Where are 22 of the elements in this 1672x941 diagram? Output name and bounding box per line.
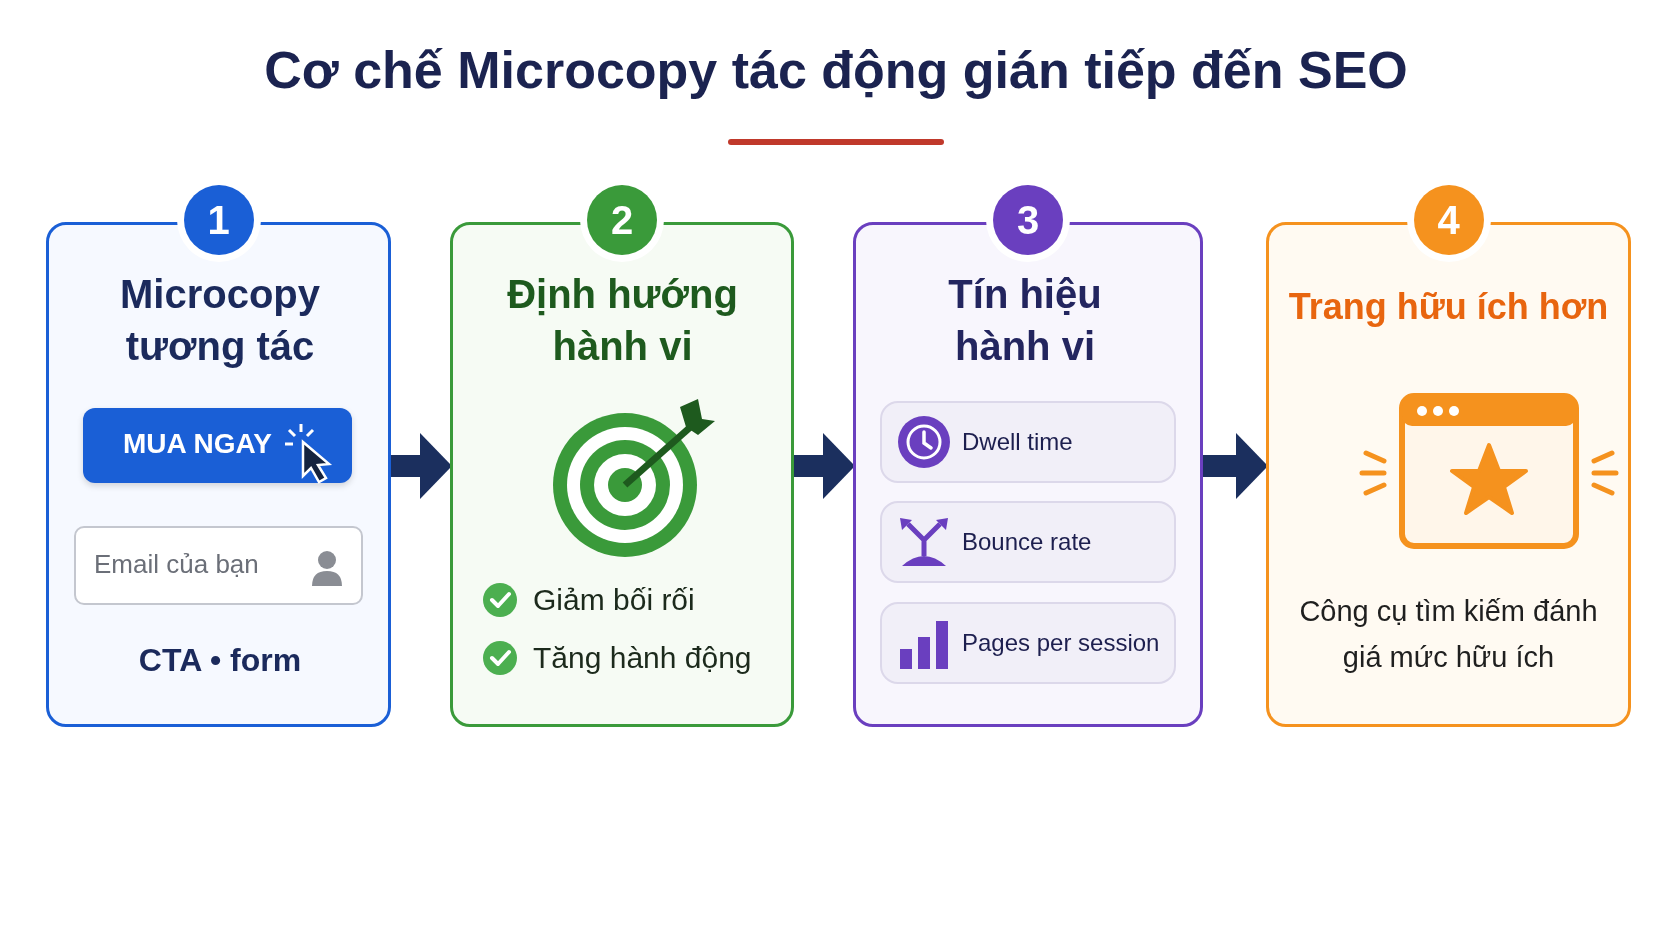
card-heading: Tín hiệu hành vi [947,271,1103,370]
arrow [794,433,855,499]
card-description: Công cụ tìm kiếm đánh giá mức hữu ích [1298,594,1599,676]
title: Cơ chế Microcopy tác động gián tiếp đến SEO [263,40,1409,100]
metric-pill [880,602,1176,684]
email-input-field [74,526,363,605]
metric-label: Bounce rate [962,527,1092,557]
card-heading: Định hướng hành vi [506,271,739,370]
card-heading: Trang hữu ích hơn [1287,285,1610,329]
placeholder-text: Email của bạn [94,548,259,581]
card-caption: CTA • form [137,641,303,680]
metric-label: Dwell time [962,427,1073,457]
checklist-item: Tăng hành động [533,640,753,676]
metric-pill [880,401,1176,483]
checklist-item: Giảm bối rối [533,582,696,618]
button-label: MUA NGAY [123,427,272,461]
arrow [391,433,452,499]
metric-label: Pages per session [962,628,1160,658]
arrow [1203,433,1268,499]
metric-pill [880,501,1176,583]
card-heading: Microcopy tương tác [118,271,321,370]
cta-button [83,408,352,483]
